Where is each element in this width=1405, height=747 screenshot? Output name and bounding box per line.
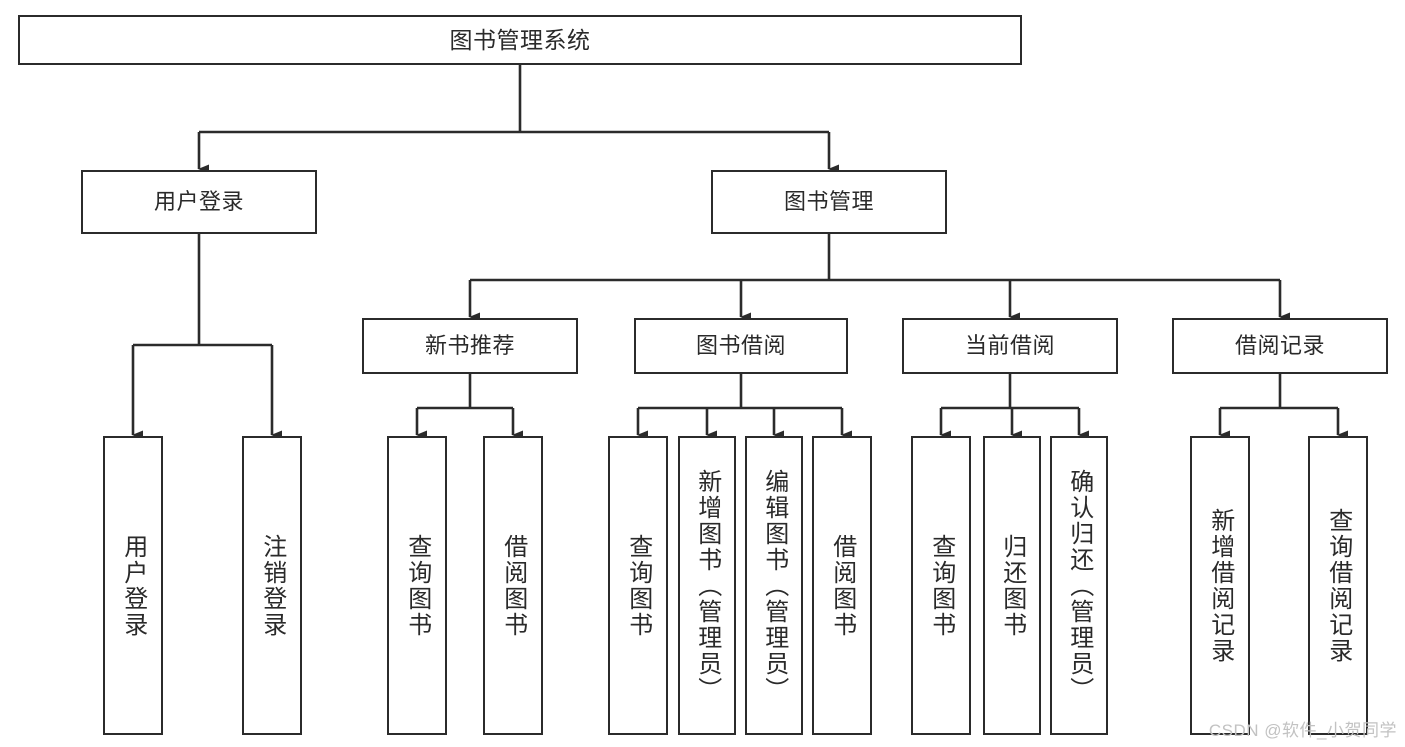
node-r2[interactable]: 查询借阅记录 — [1308, 436, 1368, 735]
node-l2[interactable]: 注销登录 — [242, 436, 302, 735]
node-label: 新书推荐 — [424, 333, 515, 359]
node-login[interactable]: 用户登录 — [81, 170, 317, 234]
node-label: 编辑图书（管理员） — [760, 468, 788, 703]
node-label: 新增图书（管理员） — [693, 468, 721, 703]
node-label: 图书借阅 — [695, 333, 786, 359]
node-label: 图书管理 — [783, 189, 874, 215]
node-n1[interactable]: 查询图书 — [387, 436, 447, 735]
node-newbook[interactable]: 新书推荐 — [362, 318, 578, 374]
node-c3[interactable]: 确认归还（管理员） — [1050, 436, 1108, 735]
node-label: 查询图书 — [624, 533, 652, 638]
watermark: CSDN @软件_小贺同学 — [1208, 721, 1397, 740]
node-current[interactable]: 当前借阅 — [902, 318, 1118, 374]
node-b3[interactable]: 编辑图书（管理员） — [745, 436, 803, 735]
node-l1[interactable]: 用户登录 — [103, 436, 163, 735]
node-label: 查询图书 — [403, 533, 431, 638]
node-b4[interactable]: 借阅图书 — [812, 436, 872, 735]
node-label: 新增借阅记录 — [1206, 507, 1234, 664]
node-label: 当前借阅 — [964, 333, 1055, 359]
node-records[interactable]: 借阅记录 — [1172, 318, 1388, 374]
node-c2[interactable]: 归还图书 — [983, 436, 1041, 735]
node-label: 查询图书 — [927, 533, 955, 638]
node-label: 归还图书 — [998, 533, 1026, 638]
node-label: 图书管理系统 — [449, 26, 591, 53]
node-n2[interactable]: 借阅图书 — [483, 436, 543, 735]
node-c1[interactable]: 查询图书 — [911, 436, 971, 735]
node-bookmgmt[interactable]: 图书管理 — [711, 170, 947, 234]
node-label: 借阅记录 — [1234, 333, 1325, 359]
node-label: 确认归还（管理员） — [1065, 468, 1093, 703]
node-root[interactable]: 图书管理系统 — [18, 15, 1022, 65]
node-label: 用户登录 — [119, 533, 147, 638]
node-r1[interactable]: 新增借阅记录 — [1190, 436, 1250, 735]
node-borrow[interactable]: 图书借阅 — [634, 318, 848, 374]
node-b1[interactable]: 查询图书 — [608, 436, 668, 735]
node-label: 用户登录 — [153, 189, 244, 215]
node-label: 借阅图书 — [828, 533, 856, 638]
node-b2[interactable]: 新增图书（管理员） — [678, 436, 736, 735]
node-label: 注销登录 — [258, 533, 286, 638]
node-label: 查询借阅记录 — [1324, 507, 1352, 664]
node-label: 借阅图书 — [499, 533, 527, 638]
